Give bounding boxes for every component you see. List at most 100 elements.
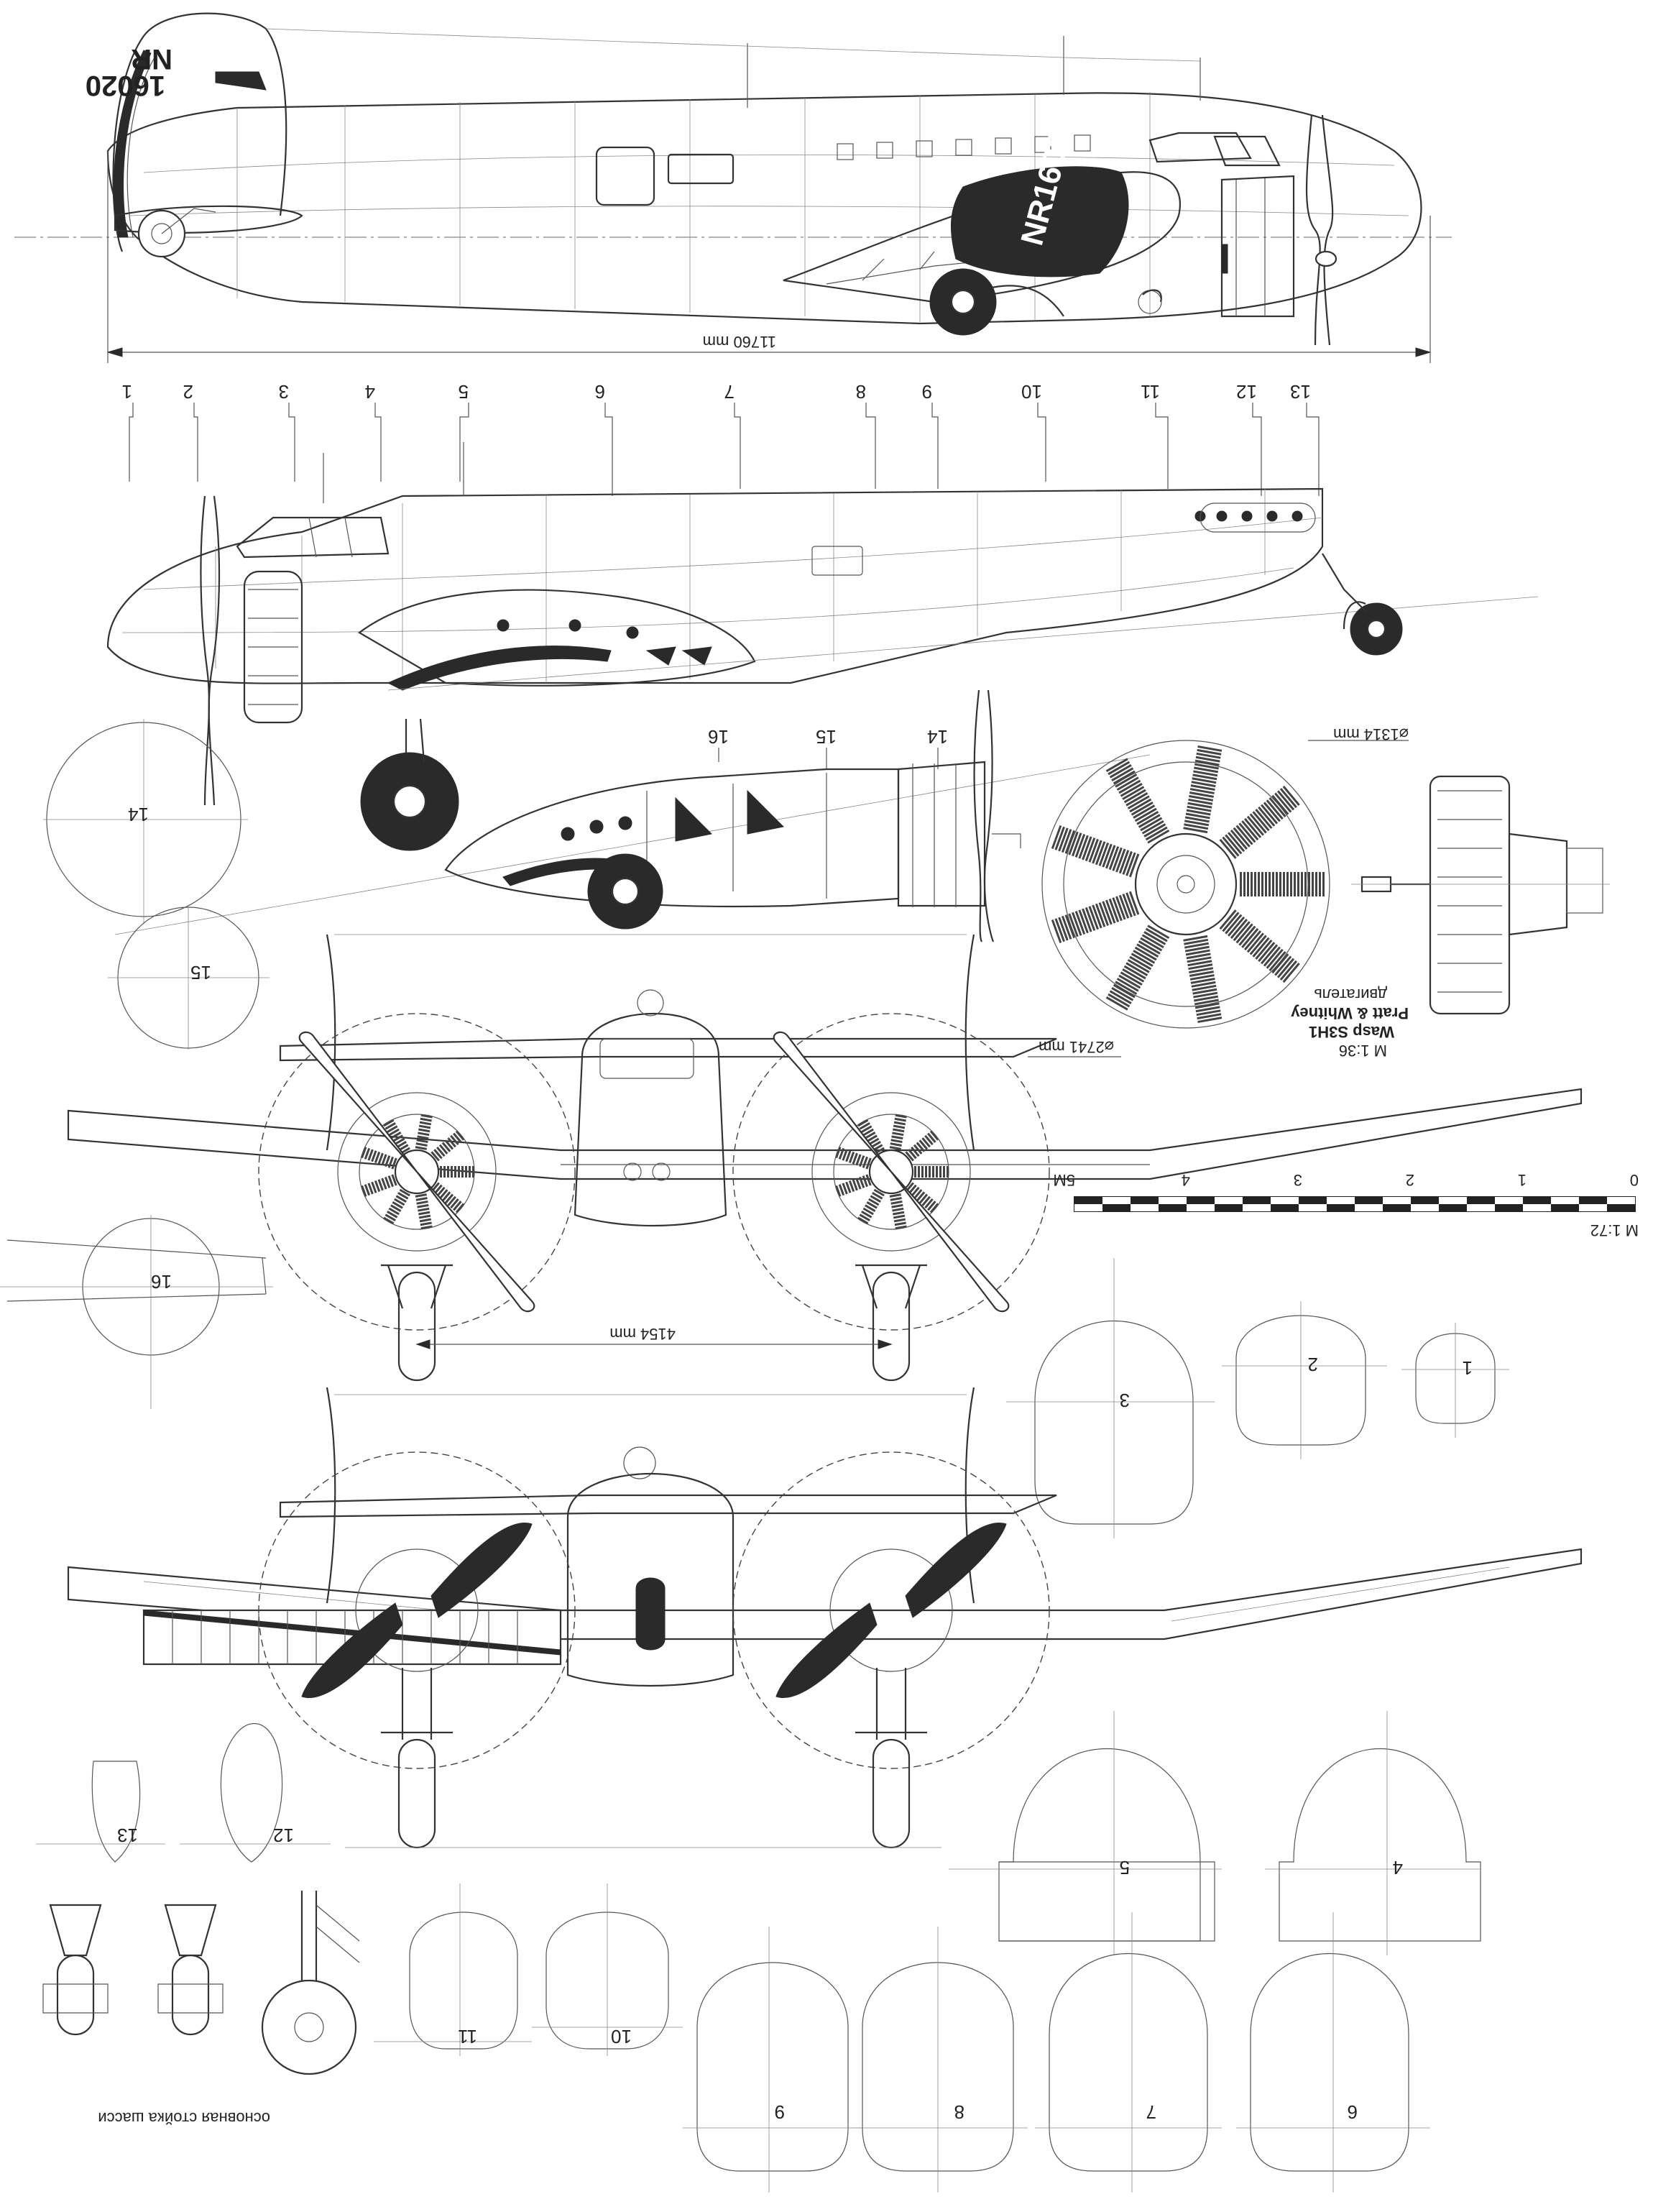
scale-cell: [1383, 1197, 1411, 1204]
engine-caption-2: Pratt & Whitney: [1290, 1004, 1409, 1022]
front-view: ⌀2741 mm 4154 mm: [67, 934, 1583, 1382]
scale-cell: [1131, 1197, 1159, 1204]
side-view-lower: [106, 442, 1539, 851]
engine-cylinder: [415, 1193, 433, 1230]
engine-cylinder: [1049, 825, 1140, 878]
prop-diameter: ⌀2741 mm: [1039, 1038, 1114, 1056]
scale-cell: [1439, 1197, 1467, 1204]
engine-cylinder: [889, 1193, 907, 1230]
engine-cylinder: [430, 1182, 465, 1213]
svg-text:15: 15: [190, 962, 211, 983]
section-5: [998, 1748, 1201, 1942]
scale-cell: [1439, 1204, 1467, 1211]
wing-station-16: 16: [708, 726, 729, 748]
sections-6-9: 9 8 7 6: [683, 1912, 1430, 2193]
station-4: 4: [365, 381, 375, 403]
svg-text:11: 11: [458, 2026, 477, 2047]
scale-cell: [1383, 1204, 1411, 1211]
scale-cell: [1074, 1204, 1102, 1211]
scale-cell: [1159, 1197, 1187, 1204]
wing-section-view: 16 15 14: [114, 689, 1151, 942]
section-1: [1415, 1333, 1496, 1424]
scale-cell: [1131, 1204, 1159, 1211]
engine-cylinder: [1219, 784, 1302, 859]
section-circles-left: 14 15 16: [0, 719, 273, 1409]
scale-cell: [1299, 1204, 1327, 1211]
svg-text:7: 7: [1146, 2101, 1156, 2123]
svg-text:9: 9: [775, 2101, 785, 2123]
prop-disc-right: [732, 1013, 1050, 1331]
scale-cell: [1271, 1204, 1299, 1211]
scale-cell: [1215, 1197, 1243, 1204]
wing-station-14: 14: [927, 726, 948, 748]
scale-cell: [1355, 1197, 1383, 1204]
engine-cylinder: [835, 1174, 872, 1197]
sections-10-11: 11 10: [374, 1883, 683, 2056]
engine-cylinder: [1183, 744, 1223, 834]
station-5: 5: [459, 381, 469, 403]
tail-reg-prefix: NR: [131, 43, 172, 75]
station-2: 2: [183, 381, 193, 403]
engine-caption-1: двигатель: [1314, 986, 1387, 1004]
scale-cell: [1243, 1204, 1271, 1211]
scale-cell: [1102, 1197, 1131, 1204]
engine-cylinder: [905, 1182, 939, 1213]
engine-cylinder: [905, 1130, 939, 1162]
tail-reg-number: 16020: [86, 70, 165, 101]
scale-cell: [1523, 1197, 1551, 1204]
station-13: 13: [1290, 381, 1311, 403]
station-labels: 1 2 3 4 5 6 7 8 9 10 11 12 13: [122, 381, 1320, 496]
scale-tick-4: 4: [1182, 1171, 1190, 1189]
section-3: [1034, 1321, 1194, 1525]
svg-text:6: 6: [1348, 2101, 1358, 2123]
svg-text:14: 14: [128, 804, 149, 825]
svg-text:3: 3: [1120, 1390, 1130, 1411]
length-dimension: 11760 mm: [703, 333, 776, 351]
section-12: [220, 1722, 283, 1863]
engine-cylinder: [361, 1147, 397, 1170]
svg-text:12: 12: [273, 1825, 294, 1846]
scale-cell: [1551, 1204, 1579, 1211]
scale-cell: [1159, 1204, 1187, 1211]
scale-cell: [1243, 1197, 1271, 1204]
rear-view: [67, 1387, 1583, 1849]
engine-cylinder: [415, 1114, 433, 1150]
section-4: [1279, 1748, 1481, 1942]
scale-tick-5: 5M: [1053, 1171, 1075, 1189]
station-8: 8: [856, 381, 866, 403]
svg-text:2: 2: [1308, 1354, 1318, 1375]
sections-4-5: 5 4: [949, 1711, 1481, 1955]
station-1: 1: [122, 381, 132, 403]
engine-cylinder: [1049, 891, 1140, 944]
scale-cell: [1495, 1197, 1523, 1204]
engine-caption-4: M 1:36: [1339, 1042, 1387, 1060]
engine-caption-3: Wasp S3H1: [1309, 1023, 1394, 1041]
engine-cylinder: [1105, 756, 1170, 844]
section-2: [1235, 1315, 1366, 1446]
scale-tick-0: 0: [1630, 1171, 1639, 1189]
scale-cell: [1355, 1204, 1383, 1211]
station-6: 6: [595, 381, 605, 403]
scale-cell: [1523, 1204, 1551, 1211]
side-view-upper: NR 16020 NR16020: [14, 12, 1452, 363]
engine-cylinder: [1183, 935, 1223, 1024]
section-13: [91, 1761, 141, 1863]
engine-cylinder: [835, 1147, 872, 1170]
section-10: [545, 1912, 669, 2050]
engine-cylinder: [857, 1188, 885, 1225]
svg-text:1: 1: [1463, 1357, 1473, 1379]
scale-cell: [1607, 1204, 1635, 1211]
engine-cylinder: [1105, 924, 1170, 1012]
svg-text:8: 8: [954, 2101, 964, 2123]
sections-12-13: 13 12: [36, 1722, 331, 1863]
engine-cylinder: [1219, 909, 1302, 984]
scale-cell: [1495, 1204, 1523, 1211]
engine-cylinder: [857, 1119, 885, 1155]
svg-text:13: 13: [117, 1825, 138, 1846]
scale-cell: [1607, 1197, 1635, 1204]
station-12: 12: [1236, 381, 1257, 403]
engine-front-view: ⌀1314 mm двигатель Pratt & Whitney Wasp …: [1041, 725, 1409, 1060]
scale-cell: [1579, 1204, 1607, 1211]
